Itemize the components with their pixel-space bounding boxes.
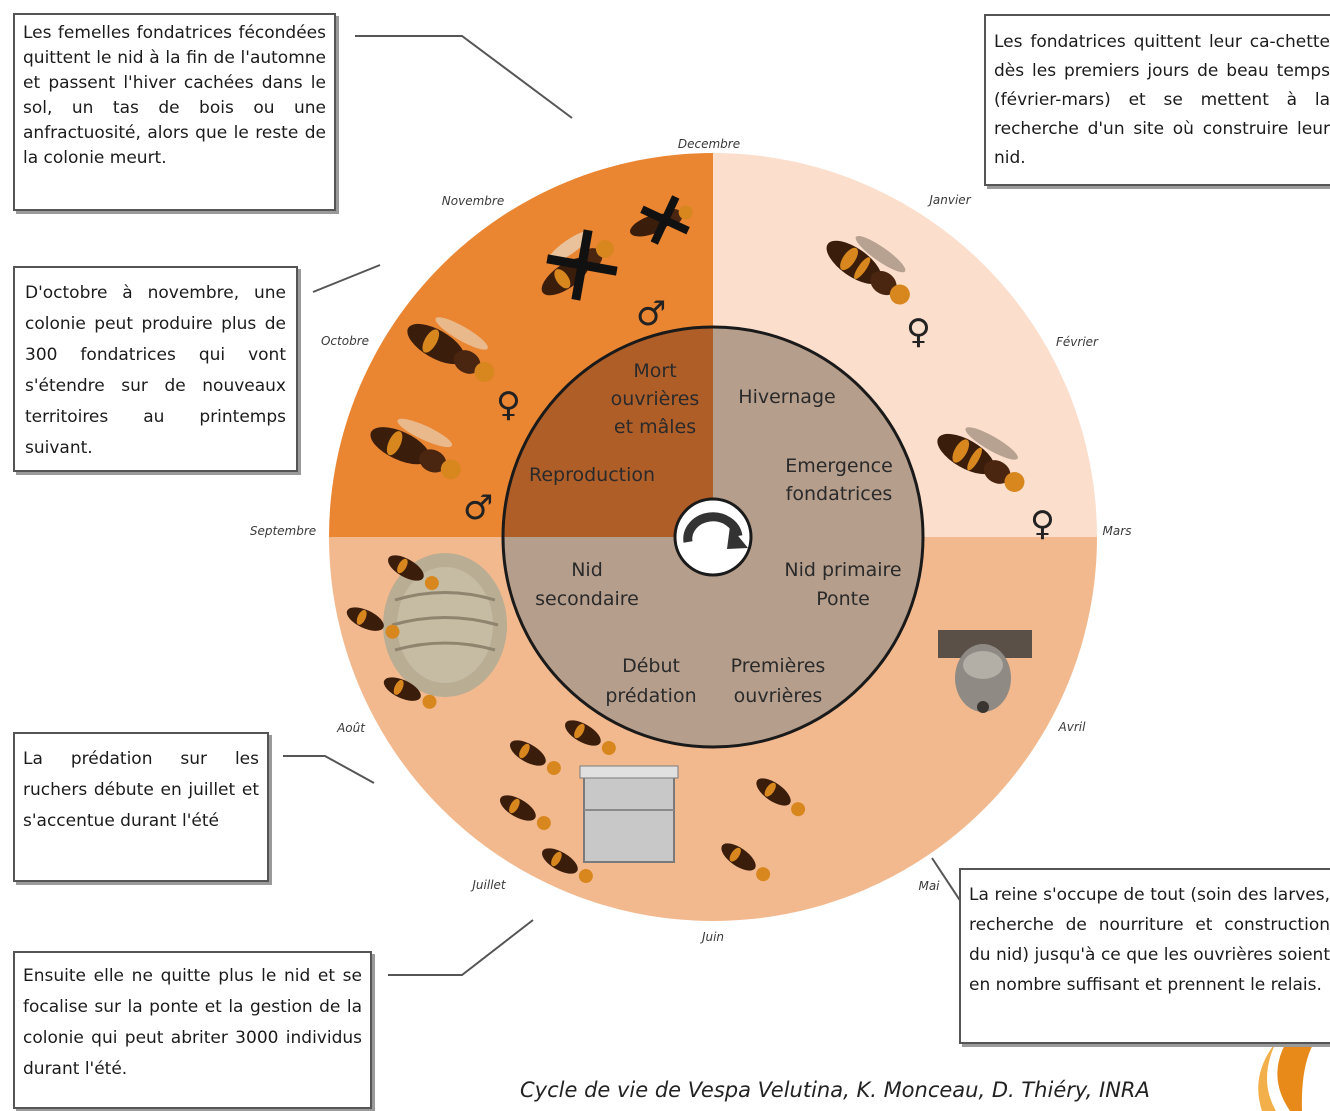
phase-nid-primaire-line2: Ponte — [816, 588, 870, 610]
inner-autumn-sector — [503, 327, 713, 537]
leader-line-middle-left — [312, 264, 381, 293]
phase-nid-primaire-line1: Nid primaire — [784, 559, 901, 581]
month-label-aout: Août — [336, 721, 366, 735]
hornet-hive-3 — [499, 795, 551, 830]
note-reproduction: D'octobre à novembre, une colonie peut p… — [13, 266, 298, 472]
month-label-novembre: Novembre — [442, 194, 504, 208]
hornet-hive-2 — [564, 720, 616, 755]
male-symbol-autumn: ♂ — [463, 488, 493, 528]
month-label-juillet: Juillet — [470, 878, 507, 892]
note-emergence-text: Les fondatrices quittent leur ca-chette … — [994, 32, 1330, 168]
phase-mort-line2: ouvrières — [611, 388, 700, 410]
inner-winter-sector — [713, 327, 923, 537]
hornet-dead-male-2 — [630, 195, 693, 245]
male-symbol-top: ♂ — [636, 294, 666, 334]
leader-line-bottom-left-1 — [283, 755, 375, 784]
hornet-summer-3 — [383, 677, 437, 709]
female-symbol-autumn: ♀ — [496, 385, 521, 425]
hornet-summer-2 — [346, 607, 400, 639]
leader-lines — [283, 35, 964, 976]
inner-spring-sector — [713, 537, 923, 747]
hornet-hive-4 — [541, 848, 593, 883]
note-predation: La prédation sur les ruchers débute en j… — [13, 732, 269, 882]
phase-reproduction: Reproduction — [529, 464, 655, 486]
note-colony-growth: Ensuite elle ne quitte plus le nid et se… — [13, 951, 372, 1109]
phase-emergence-line2: fondatrices — [786, 483, 893, 505]
note-reproduction-text: D'octobre à novembre, une colonie peut p… — [25, 283, 286, 458]
hornet-dead-male-1 — [541, 229, 618, 301]
hornet-hive-1 — [509, 740, 561, 775]
hornet-autumn-male — [370, 418, 461, 480]
month-label-mars: Mars — [1103, 524, 1132, 538]
note-queen-duties-text: La reine s'occupe de tout (soin des larv… — [969, 885, 1330, 995]
female-symbol-winter: ♀ — [906, 312, 931, 352]
phase-mort-line3: et mâles — [614, 416, 696, 438]
figure-caption: Cycle de vie de Vespa Velutina, K. Monce… — [520, 1078, 1150, 1102]
phase-nid-secondaire-line2: secondaire — [535, 588, 639, 610]
hornet-summer-1 — [387, 555, 439, 590]
phase-premieres-line2: ouvrières — [734, 685, 823, 707]
hornet-autumn-queen — [407, 317, 495, 382]
month-label-septembre: Septembre — [250, 524, 316, 538]
phase-mort-line1: Mort — [633, 360, 676, 382]
primary-nest-illustration — [938, 630, 1032, 713]
hornet-emerging-queen — [937, 427, 1025, 492]
inner-summer-sector — [503, 537, 713, 747]
month-label-janvier: Janvier — [927, 193, 971, 207]
hornet-winter-queen — [826, 235, 910, 305]
note-predation-text: La prédation sur les ruchers débute en j… — [23, 749, 259, 831]
note-overwintering: Les femelles fondatrices fécondées quitt… — [13, 13, 336, 211]
leader-line-bottom-right — [931, 857, 964, 906]
phase-emergence-line1: Emergence — [785, 455, 893, 477]
month-label-decembre: Decembre — [678, 137, 740, 151]
beehive-illustration — [579, 765, 679, 863]
hornet-worker-2 — [721, 843, 771, 882]
note-overwintering-text: Les femelles fondatrices fécondées quitt… — [23, 23, 326, 168]
note-colony-growth-text: Ensuite elle ne quitte plus le nid et se… — [23, 966, 362, 1079]
note-queen-duties: La reine s'occupe de tout (soin des larv… — [959, 868, 1330, 1044]
cycle-arrow-icon — [673, 497, 753, 577]
month-label-avril: Avril — [1058, 720, 1087, 734]
phase-nid-secondaire-line1: Nid — [571, 559, 603, 581]
leader-line-bottom-left-2 — [388, 919, 534, 976]
leader-line-top-left — [355, 35, 573, 119]
phase-debut-line1: Début — [622, 655, 680, 677]
secondary-nest-illustration — [383, 553, 507, 697]
inner-disc-border — [501, 325, 925, 749]
month-label-mai: Mai — [918, 879, 940, 893]
month-label-octobre: Octobre — [321, 334, 369, 348]
phase-premieres-line1: Premières — [731, 655, 826, 677]
note-emergence: Les fondatrices quittent leur ca-chette … — [984, 14, 1330, 186]
phase-hivernage: Hivernage — [738, 386, 835, 408]
female-symbol-emergence: ♀ — [1030, 504, 1055, 544]
phase-debut-line2: prédation — [605, 685, 696, 707]
month-label-fevrier: Février — [1056, 335, 1099, 349]
hornet-worker-1 — [756, 778, 806, 817]
month-label-juin: Juin — [700, 930, 724, 944]
